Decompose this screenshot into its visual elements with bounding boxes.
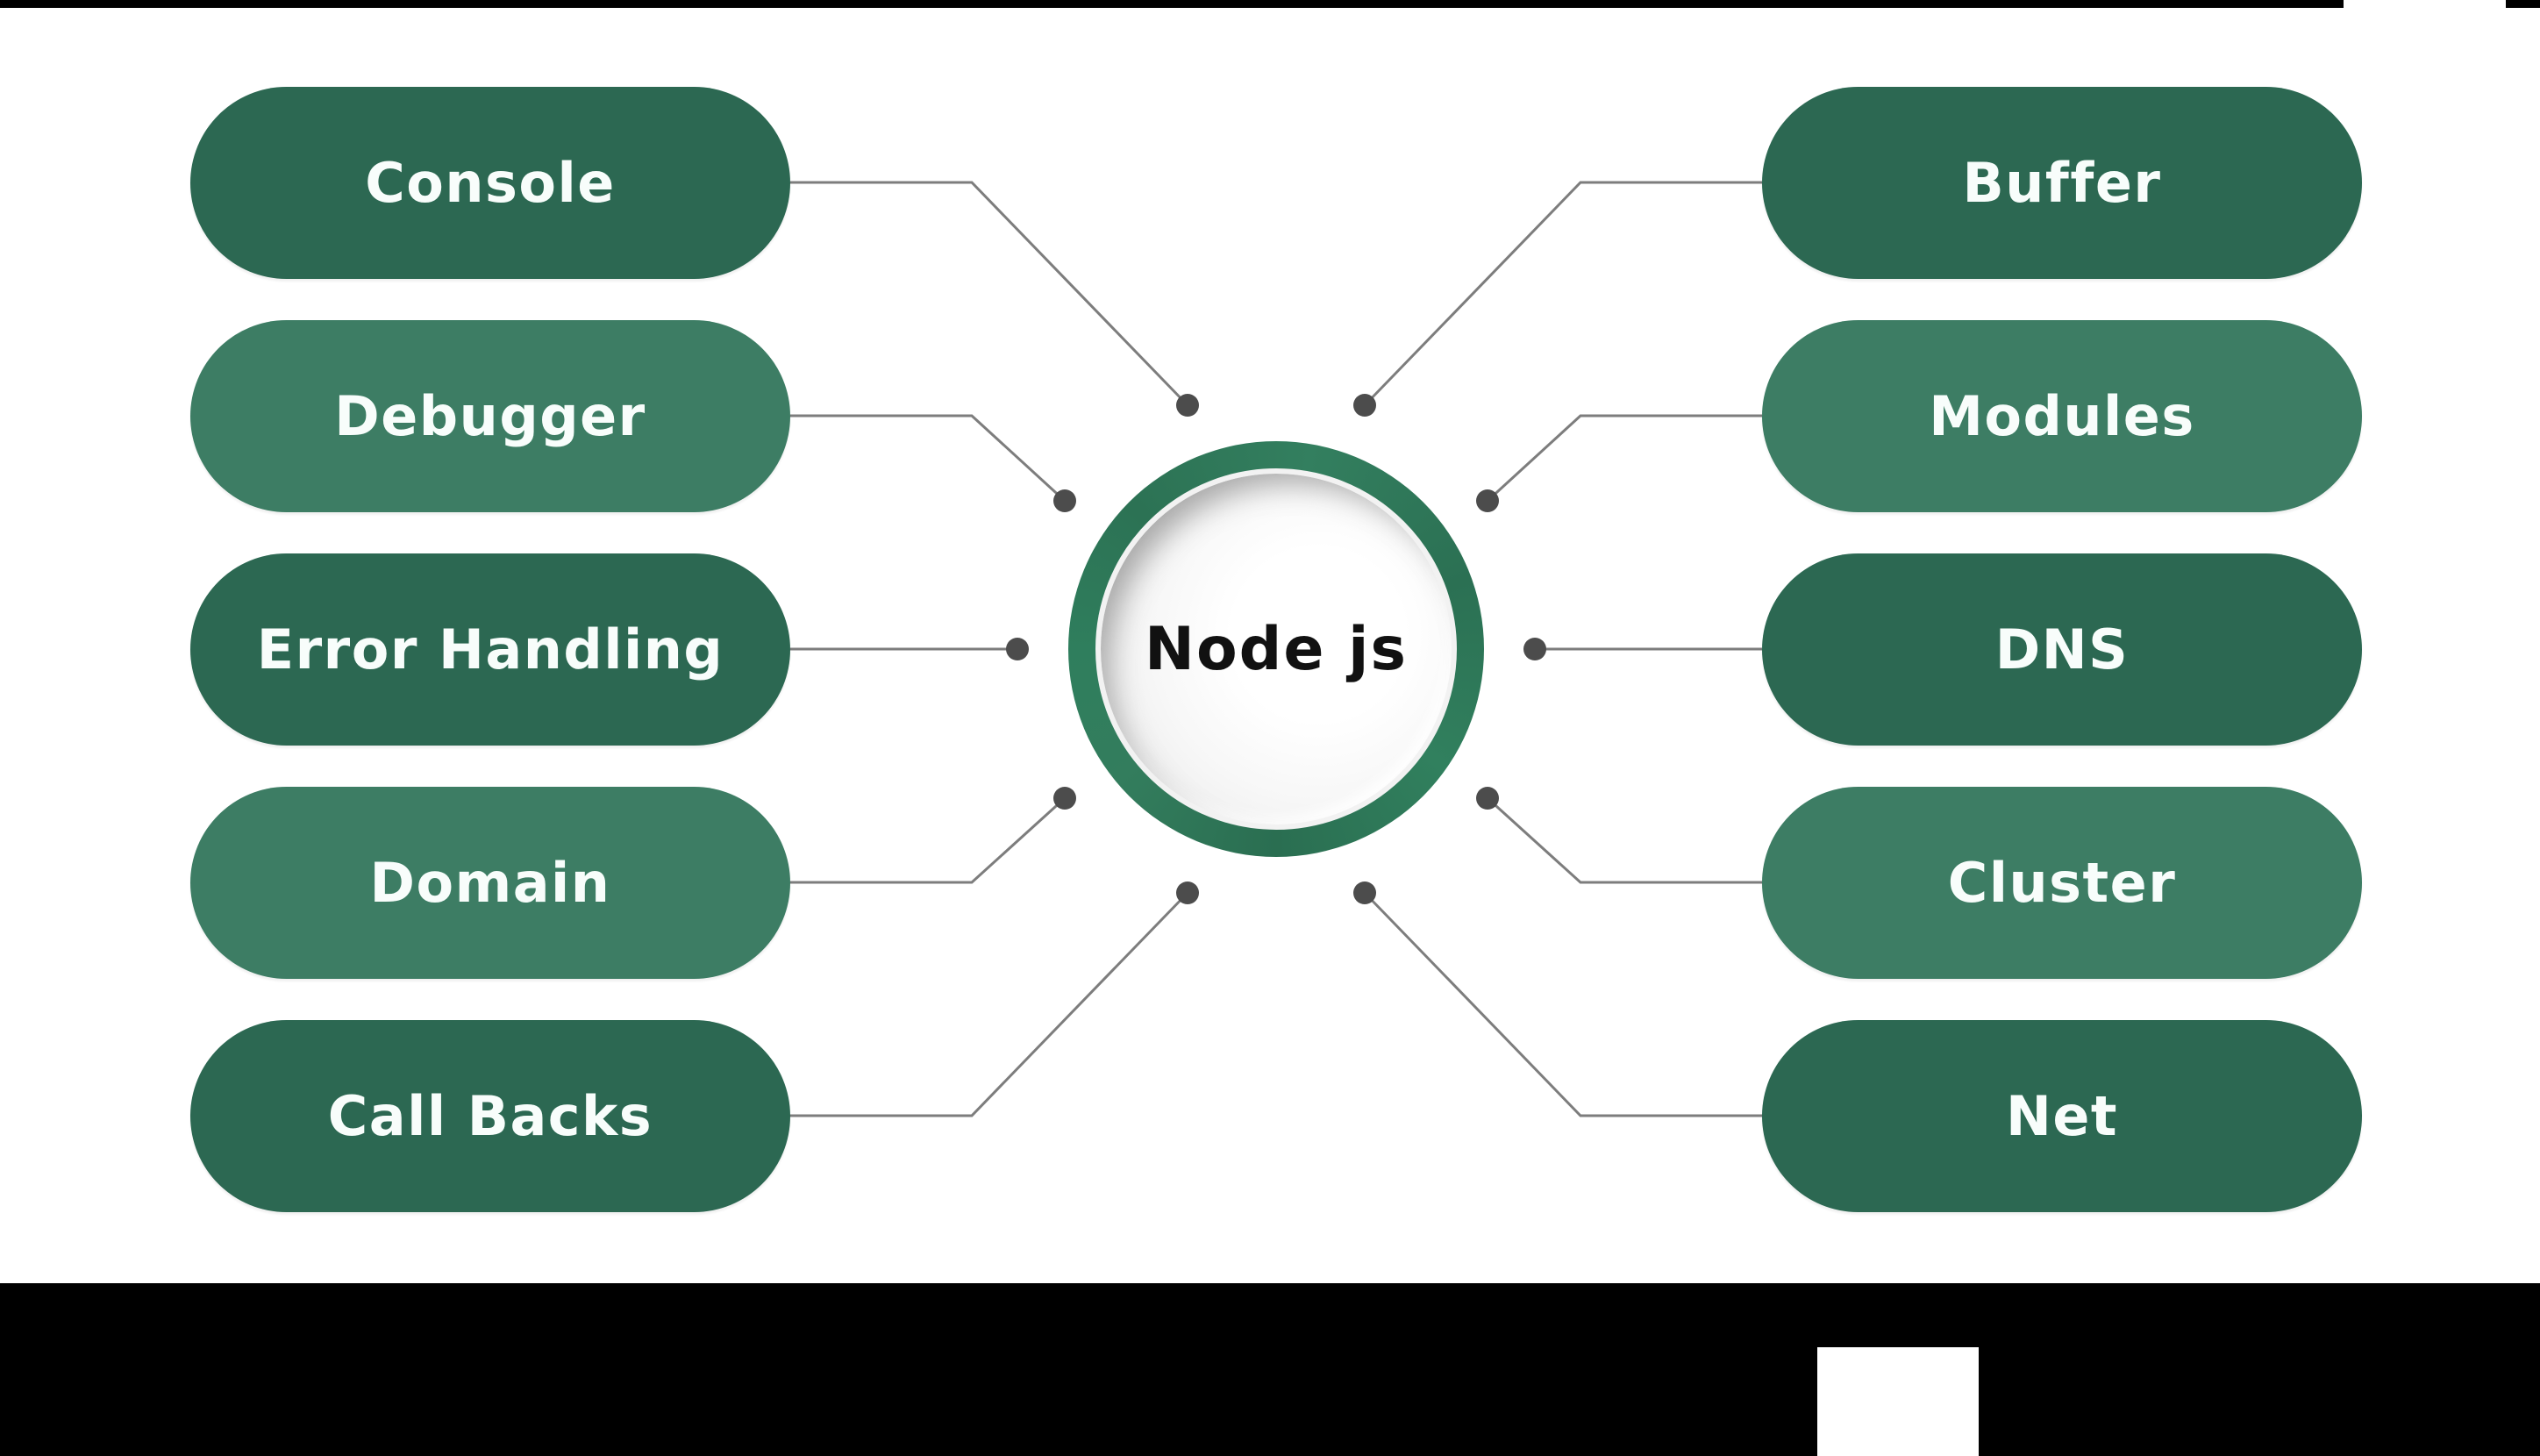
top-bar [0, 0, 2344, 8]
center-node-ring: Node js [1068, 441, 1484, 857]
connector-debugger [790, 414, 1067, 503]
dot-modules [1476, 489, 1499, 512]
dot-dns [1523, 638, 1546, 660]
node-pill-modules: Modules [1762, 320, 2362, 512]
node-pill-label: DNS [1994, 617, 2130, 682]
node-pill-label: Net [2005, 1084, 2119, 1148]
dot-net [1353, 881, 1376, 904]
bottom-bar [0, 1283, 2540, 1456]
connector-buffer [1363, 181, 1762, 407]
node-pill-console: Console [190, 87, 790, 279]
node-pill-label: Error Handling [256, 617, 724, 682]
node-pill-domain: Domain [190, 787, 790, 979]
bottom-bar-white-notch [1817, 1347, 1979, 1456]
node-pill-cluster: Cluster [1762, 787, 2362, 979]
node-pill-label: Domain [369, 851, 611, 915]
dot-buffer [1353, 394, 1376, 417]
connector-console [790, 181, 1189, 407]
center-node-label: Node js [1145, 614, 1408, 684]
dot-cluster [1476, 787, 1499, 810]
connector-cluster [1486, 796, 1762, 884]
node-pill-call-backs: Call Backs [190, 1020, 790, 1212]
node-pill-label: Cluster [1947, 851, 2177, 915]
node-pill-label: Buffer [1962, 151, 2162, 215]
node-pill-label: Modules [1929, 384, 2195, 448]
connector-modules [1486, 414, 1762, 503]
node-pill-net: Net [1762, 1020, 2362, 1212]
connector-call-backs [790, 891, 1189, 1117]
node-pill-buffer: Buffer [1762, 87, 2362, 279]
connector-net [1363, 891, 1762, 1117]
center-node: Node js [1095, 468, 1457, 830]
node-pill-label: Call Backs [327, 1084, 653, 1148]
dot-domain [1053, 787, 1076, 810]
node-pill-label: Debugger [334, 384, 646, 448]
dot-call-backs [1176, 881, 1199, 904]
dot-debugger [1053, 489, 1076, 512]
connector-domain [790, 796, 1067, 884]
dot-console [1176, 394, 1199, 417]
node-pill-label: Console [365, 151, 616, 215]
node-pill-dns: DNS [1762, 553, 2362, 746]
dot-error-handling [1006, 638, 1029, 660]
node-pill-error-handling: Error Handling [190, 553, 790, 746]
top-bar-right-segment [2506, 0, 2540, 8]
node-pill-debugger: Debugger [190, 320, 790, 512]
